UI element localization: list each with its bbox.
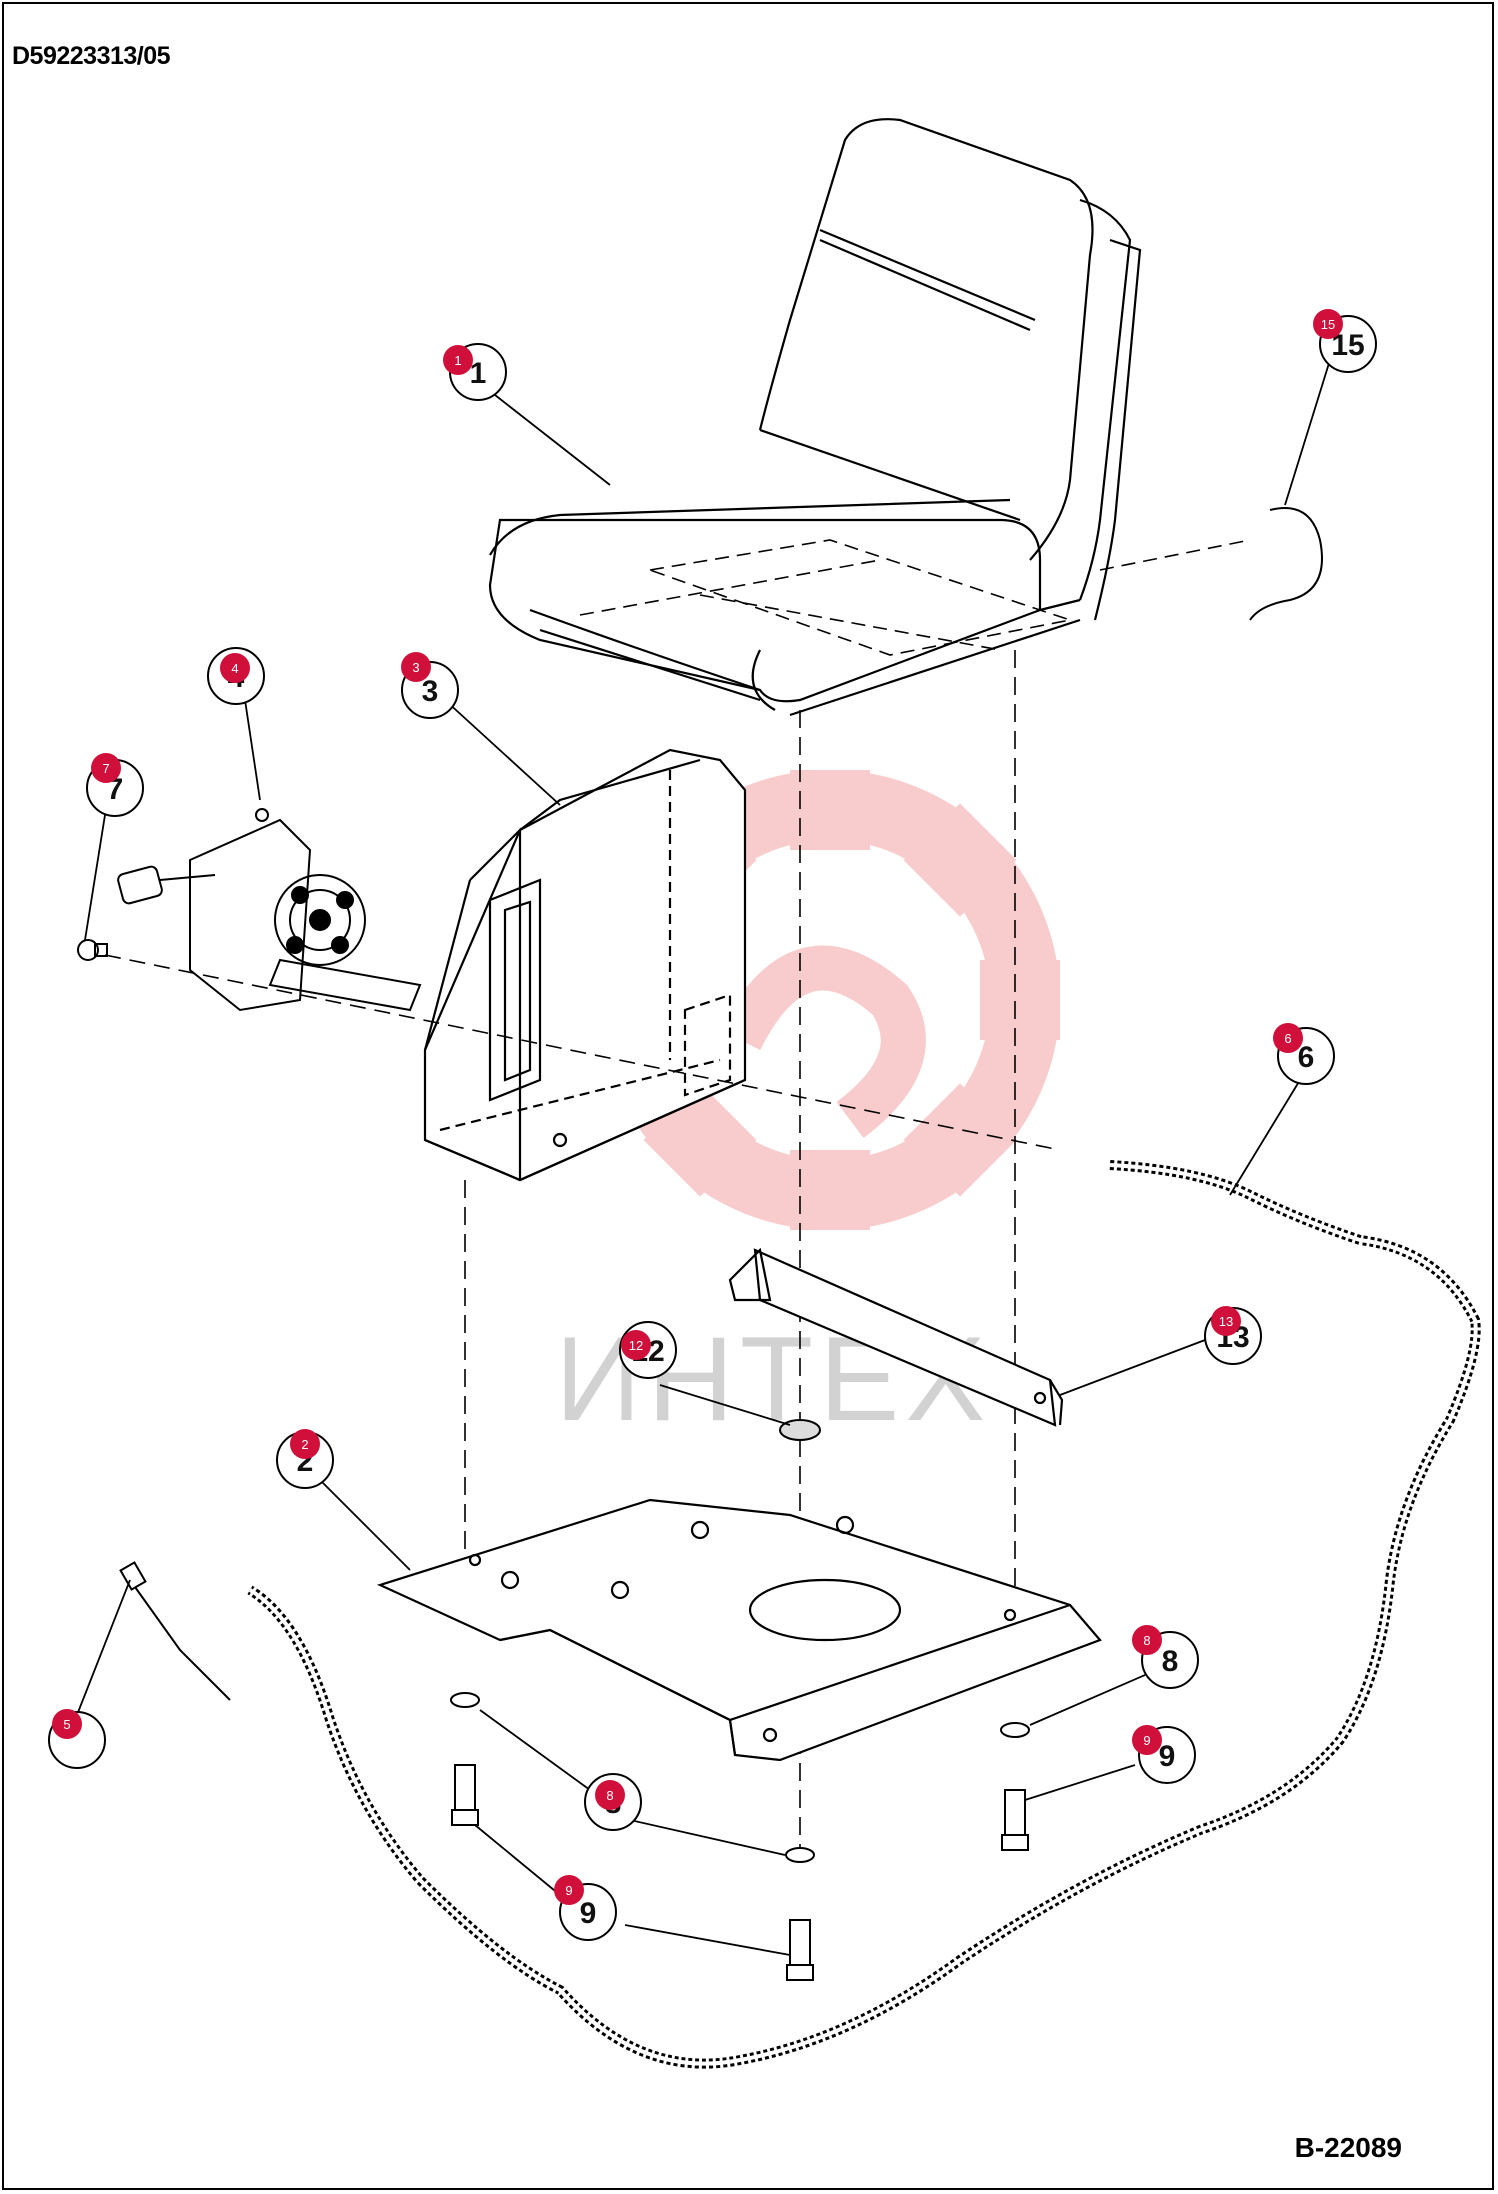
marker-9-left: 9 — [554, 1875, 584, 1905]
svg-text:12: 12 — [629, 1338, 643, 1353]
marker-5: 5 — [52, 1709, 82, 1739]
control-cable-core — [248, 1163, 1478, 2066]
bracket — [728, 1247, 1064, 1427]
marker-8-right: 8 — [1132, 1625, 1162, 1655]
svg-text:15: 15 — [1321, 317, 1335, 332]
svg-text:1: 1 — [454, 353, 461, 368]
svg-text:9: 9 — [1159, 1740, 1176, 1773]
fasteners — [450, 1692, 1030, 1981]
marker-15: 15 — [1313, 309, 1343, 339]
svg-text:5: 5 — [63, 1717, 70, 1732]
seat-mount-hidden-lines — [579, 539, 1251, 656]
bolt — [77, 939, 108, 961]
cable-end-fitting — [119, 1561, 147, 1591]
svg-text:9: 9 — [565, 1883, 572, 1898]
leader-lines — [74, 359, 1331, 1956]
figure-id: B-22089 — [1294, 2132, 1402, 2163]
document-id: D59223313/05 — [12, 42, 171, 70]
svg-text:13: 13 — [1219, 1314, 1233, 1329]
svg-text:9: 9 — [580, 1897, 597, 1930]
marker-9-right: 9 — [1132, 1725, 1162, 1755]
svg-text:3: 3 — [412, 660, 419, 675]
red-markers: 1 15 3 4 7 6 12 13 2 8 9 5 8 9 — [52, 309, 1343, 1905]
svg-text:2: 2 — [301, 1437, 308, 1452]
joystick-axis-line — [104, 954, 1061, 1151]
svg-text:7: 7 — [102, 761, 109, 776]
svg-text:8: 8 — [606, 1788, 613, 1803]
cable-end — [129, 1579, 231, 1701]
marker-4: 4 — [220, 653, 250, 683]
marker-6: 6 — [1273, 1023, 1303, 1053]
marker-2: 2 — [290, 1429, 320, 1459]
svg-text:6: 6 — [1284, 1031, 1291, 1046]
svg-text:1: 1 — [470, 357, 487, 390]
marker-3: 3 — [401, 652, 431, 682]
svg-text:6: 6 — [1298, 1041, 1315, 1074]
marker-12: 12 — [621, 1330, 651, 1360]
marker-1: 1 — [443, 345, 473, 375]
svg-text:9: 9 — [1143, 1733, 1150, 1748]
svg-text:8: 8 — [1143, 1633, 1150, 1648]
svg-text:3: 3 — [422, 675, 439, 708]
marker-7: 7 — [91, 753, 121, 783]
hose — [1249, 507, 1323, 621]
joystick-control — [117, 808, 422, 1012]
marker-13: 13 — [1211, 1306, 1241, 1336]
callouts: 1 15 3 4 7 6 12 13 — [48, 315, 1377, 1941]
svg-text:4: 4 — [231, 661, 238, 676]
svg-text:8: 8 — [1162, 1645, 1179, 1678]
marker-8-left: 8 — [595, 1780, 625, 1810]
base-plate — [376, 1498, 1102, 1762]
